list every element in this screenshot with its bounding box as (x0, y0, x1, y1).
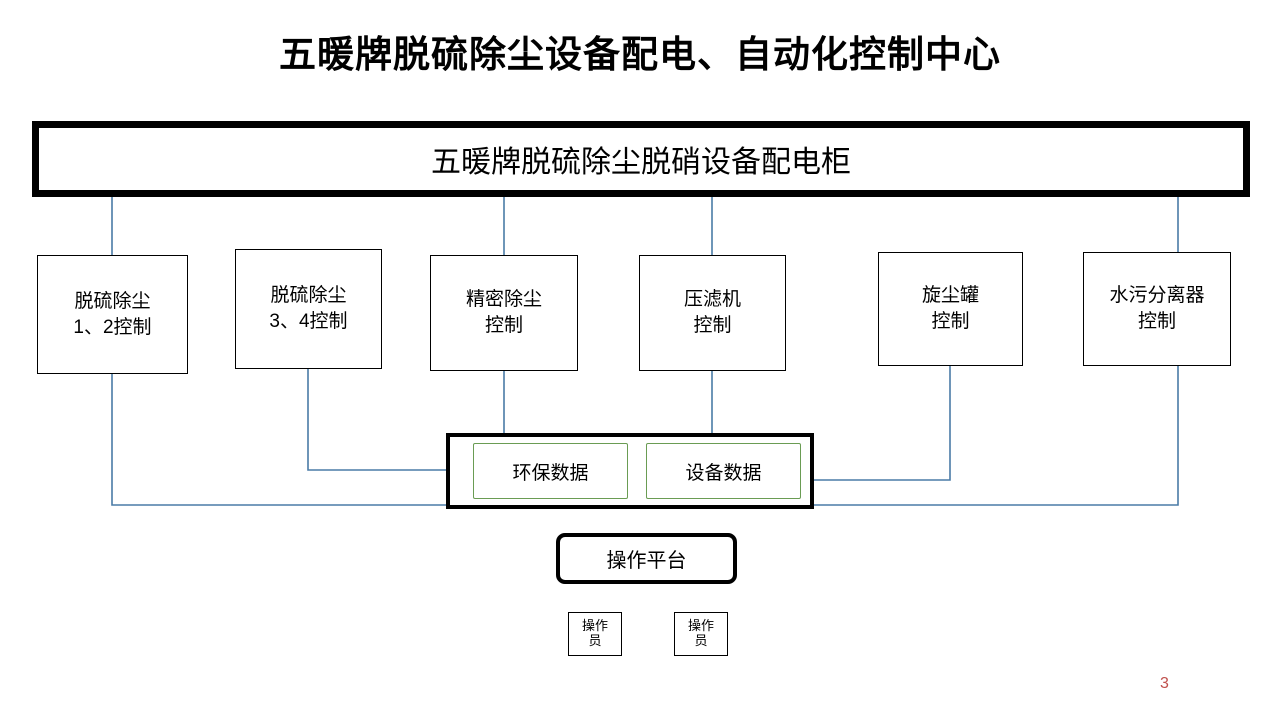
node-shuiwu-fenliqi: 水污分离器 控制 (1083, 252, 1231, 366)
node-tuoliu-chuchen-12: 脱硫除尘 1、2控制 (37, 255, 188, 374)
page-number: 3 (1160, 675, 1169, 692)
node-xuanchenguan: 旋尘罐 控制 (878, 252, 1023, 366)
main-distribution-cabinet: 五暖牌脱硫除尘脱硝设备配电柜 (32, 121, 1250, 197)
operator-box-2: 操作 员 (674, 612, 728, 656)
data-pill-env-label: 环保数据 (512, 462, 589, 484)
operator-box-1-line2: 员 (588, 633, 602, 648)
connector-node5-to-data (814, 366, 951, 481)
data-pill-device: 设备数据 (646, 443, 801, 499)
operator-box-2-line1: 操作 (687, 618, 714, 634)
node-jingmi-chuchen-line2: 控制 (484, 315, 523, 336)
page-title: 五暖牌脱硫除尘设备配电、自动化控制中心 (279, 34, 1001, 75)
node-yalvji-line2: 控制 (693, 315, 732, 336)
node-yalvji-line1: 压滤机 (683, 289, 741, 311)
node-jingmi-chuchen-line1: 精密除尘 (465, 289, 542, 311)
connector-node1-to-data (111, 374, 446, 506)
node-xuanchenguan-line2: 控制 (931, 311, 970, 332)
node-shuiwu-fenliqi-line1: 水污分离器 (1109, 285, 1205, 307)
operation-platform: 操作平台 (556, 533, 737, 584)
main-distribution-cabinet-label: 五暖牌脱硫除尘脱硝设备配电柜 (431, 146, 851, 179)
node-tuoliu-chuchen-34-line2: 3、4控制 (269, 311, 348, 332)
node-xuanchenguan-line1: 旋尘罐 (921, 285, 979, 307)
connector-node6-to-data (814, 366, 1179, 506)
node-tuoliu-chuchen-34-line1: 脱硫除尘 (270, 285, 347, 307)
node-shuiwu-fenliqi-line2: 控制 (1137, 311, 1176, 332)
operator-box-2-line2: 员 (694, 633, 708, 648)
node-tuoliu-chuchen-12-line1: 脱硫除尘 (74, 290, 151, 312)
node-yalvji: 压滤机 控制 (639, 255, 786, 371)
connector-node2-to-data (307, 369, 446, 471)
node-jingmi-chuchen: 精密除尘 控制 (430, 255, 578, 371)
node-tuoliu-chuchen-12-line2: 1、2控制 (73, 316, 152, 338)
operation-platform-label: 操作平台 (606, 550, 687, 572)
data-pill-env: 环保数据 (473, 443, 628, 499)
data-pill-device-label: 设备数据 (685, 462, 762, 484)
operator-box-1: 操作 员 (568, 612, 622, 656)
node-tuoliu-chuchen-34: 脱硫除尘 3、4控制 (235, 249, 382, 369)
operator-box-1-line1: 操作 (581, 618, 608, 634)
